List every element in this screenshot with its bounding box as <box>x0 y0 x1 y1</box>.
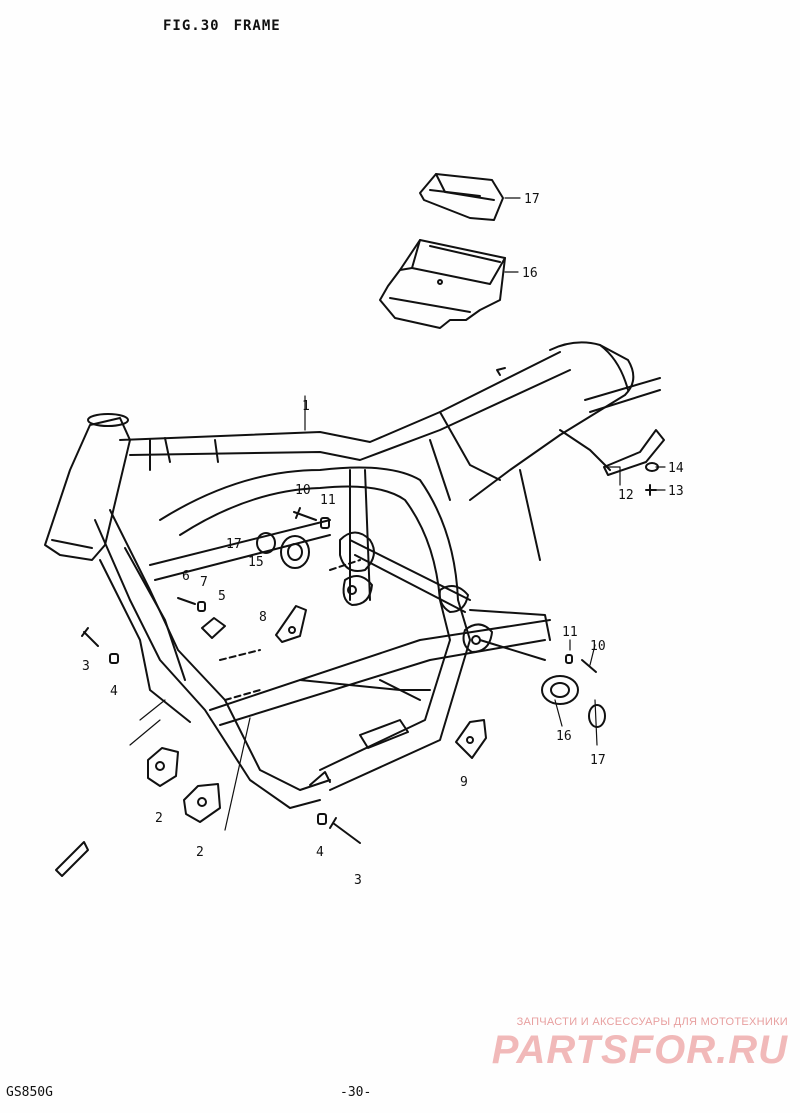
callout-6: 6 <box>182 569 190 584</box>
small-parts <box>55 429 665 877</box>
callout-8: 8 <box>259 610 267 625</box>
callout-11-upper: 11 <box>320 493 336 508</box>
part-16-tray <box>379 239 506 329</box>
callout-10-upper: 10 <box>295 483 311 498</box>
callout-10-right: 10 <box>590 639 606 654</box>
figure-name: FRAME <box>233 18 281 34</box>
callout-9: 9 <box>460 775 468 790</box>
callout-15: 15 <box>248 555 264 570</box>
callout-2-left: 2 <box>155 811 163 826</box>
callout-12: 12 <box>618 488 634 503</box>
callout-17-top: 17 <box>524 192 540 207</box>
callout-14: 14 <box>668 461 684 476</box>
callout-4-left: 4 <box>110 684 118 699</box>
watermark: ЗАПЧАСТИ И АКСЕССУАРЫ ДЛЯ МОТОТЕХНИКИ PA… <box>492 1016 788 1070</box>
callout-13: 13 <box>668 484 684 499</box>
callout-16-top: 16 <box>522 266 538 281</box>
callout-11-right: 11 <box>562 625 578 640</box>
callout-16-lower: 16 <box>556 729 572 744</box>
callout-17-mid: 17 <box>226 537 242 552</box>
model-code: GS850G <box>6 1085 53 1100</box>
callout-17-lower: 17 <box>590 753 606 768</box>
callout-numbers: 1 17 16 14 13 12 10 11 17 15 6 7 5 8 3 4… <box>82 192 684 888</box>
page-number: -30- <box>340 1085 372 1100</box>
figure-number: FIG.30 <box>163 18 220 34</box>
part-17-cover <box>419 173 504 221</box>
callout-4-lower: 4 <box>316 845 324 860</box>
callout-1: 1 <box>302 399 310 414</box>
callout-3-left: 3 <box>82 659 90 674</box>
watermark-logo: PARTSFOR.RU <box>491 1028 788 1072</box>
callout-3-lower: 3 <box>354 873 362 888</box>
part-1-main-frame <box>44 341 661 809</box>
figure-title: FIG.30 FRAME <box>163 18 295 34</box>
callout-2-right: 2 <box>196 845 204 860</box>
callout-5: 5 <box>218 589 226 604</box>
watermark-tagline: ЗАПЧАСТИ И АКСЕССУАРЫ ДЛЯ МОТОТЕХНИКИ <box>516 1016 788 1028</box>
leader-lines <box>129 197 666 831</box>
callout-7: 7 <box>200 575 208 590</box>
